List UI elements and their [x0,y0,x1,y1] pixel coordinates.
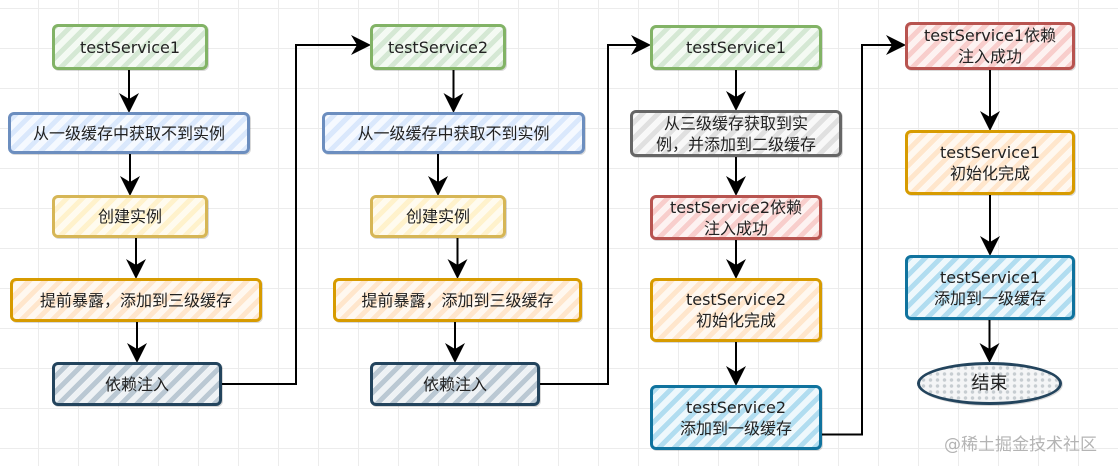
step-label: testService2依赖 [669,197,803,217]
column-connector-arrow [222,35,371,385]
watermark: @稀土掘金技术社区 [944,435,1097,455]
step-label: testService1 [939,267,1041,287]
flow-step: testService1依赖注入成功 [905,22,1075,70]
flow-step: 提前暴露，添加到三级缓存 [10,278,262,322]
flow-step: testService2 初始化完成 [650,278,822,342]
step-label: testService1依赖 [923,26,1057,45]
column-connector-arrow [540,35,651,385]
flow-step: 从三级缓存获取到实例，并添加到二级缓存 [630,110,842,157]
step-label: 初始化完成 [695,311,776,330]
step-label: 依赖注入 [422,374,487,394]
step-label: 从三级缓存获取到实 [663,113,808,133]
step-label: 注入成功 [957,47,1022,66]
end-node: 结束 [917,362,1062,405]
step-label: 例，并添加到二级缓存 [655,134,816,154]
step-label: 初始化完成 [949,163,1030,183]
step-label: 结束 [971,373,1008,394]
flow-step: 提前暴露，添加到三级缓存 [333,278,582,322]
step-label: 注入成功 [703,218,768,238]
step-label: 从一级缓存中获取不到实例 [357,123,550,143]
step-label: 创建实例 [97,207,162,226]
step-label: 从一级缓存中获取不到实例 [32,123,225,143]
flow-step: testService1 [52,24,208,70]
step-label: testService1 [79,37,181,57]
step-label: 提前暴露，添加到三级缓存 [361,290,554,310]
step-label: testService2 [387,37,489,57]
flow-step: 依赖注入 [370,362,540,406]
flow-step: testService2 [370,24,506,70]
step-label: testService2 [685,290,787,309]
flow-step: 从一级缓存中获取不到实例 [8,112,250,154]
step-label: testService2 [685,397,787,417]
flow-step: 创建实例 [52,195,208,238]
step-label: 依赖注入 [104,374,169,394]
step-label: 添加到一级缓存 [933,288,1046,308]
flow-step: testService1 [650,25,822,70]
flow-step: 从一级缓存中获取不到实例 [322,112,585,154]
flow-step: testService2依赖注入成功 [650,195,822,240]
flow-step: 创建实例 [370,195,506,238]
step-label: testService1 [685,38,787,57]
step-label: 创建实例 [405,207,470,226]
step-label: 添加到一级缓存 [679,418,792,438]
column-connector-arrow [822,35,906,436]
flow-step: 依赖注入 [52,362,222,406]
step-label: testService1 [939,142,1041,162]
step-label: 提前暴露，添加到三级缓存 [39,290,232,310]
